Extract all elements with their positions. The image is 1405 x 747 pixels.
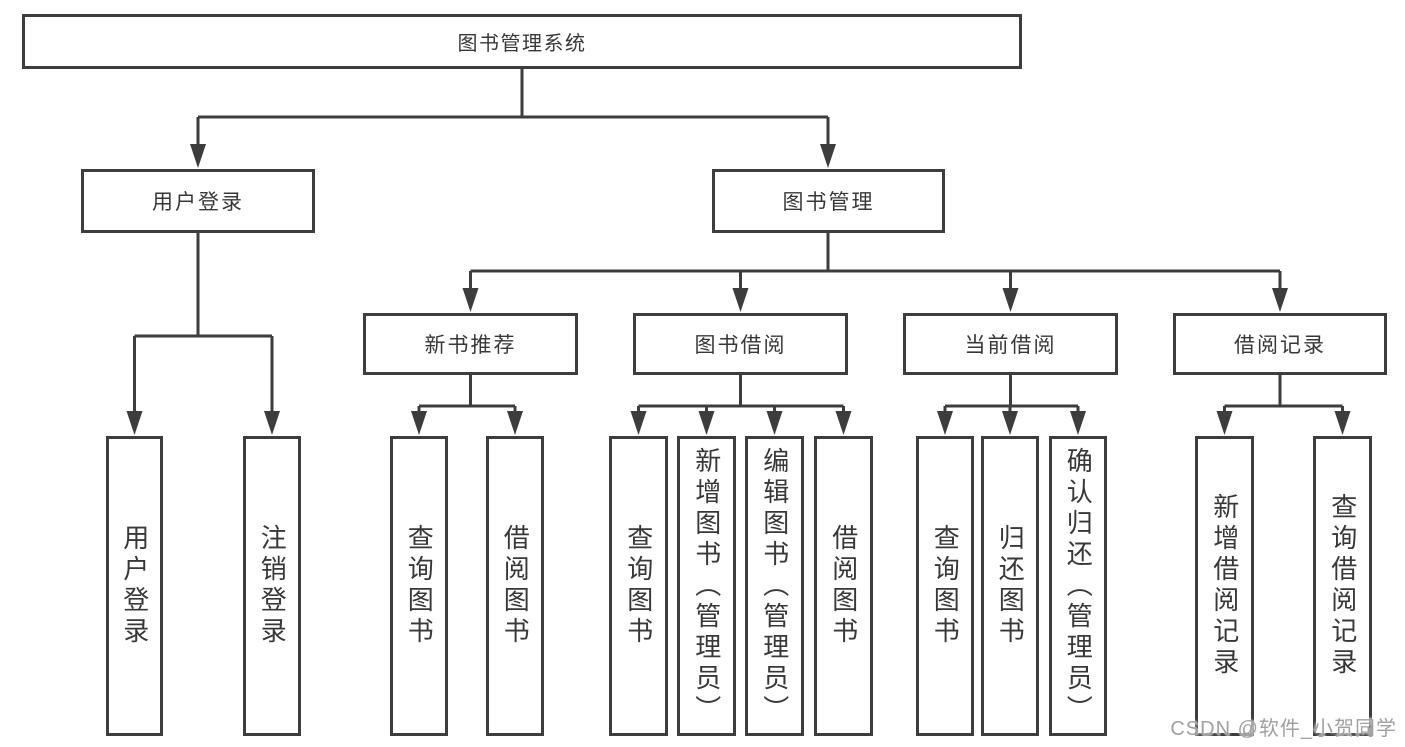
- arrowhead: [630, 411, 647, 435]
- arrowhead: [766, 411, 783, 435]
- node-label: 借阅图书: [500, 524, 531, 648]
- arrowhead: [1216, 411, 1233, 435]
- node-current-borrowing: 当前借阅: [903, 313, 1118, 375]
- arrowhead: [507, 411, 523, 435]
- node-leaf-cb-confirm-return-admin: 确认归还（管理员）: [1049, 436, 1107, 736]
- node-leaf-cb-return-books: 归还图书: [981, 436, 1039, 736]
- node-leaf-bb-query-books: 查询图书: [609, 436, 668, 736]
- node-label: 查询图书: [404, 524, 435, 648]
- node-leaf-rec-borrow-books: 借阅图书: [486, 436, 544, 736]
- node-label: 借阅图书: [828, 524, 859, 648]
- node-label: 新增图书（管理员）: [691, 446, 722, 726]
- arrowhead: [1002, 411, 1018, 435]
- node-label: 用户登录: [119, 524, 150, 648]
- node-leaf-user-login: 用户登录: [106, 436, 163, 736]
- node-book-management: 图书管理: [712, 169, 945, 233]
- node-label: 查询借阅记录: [1327, 493, 1358, 679]
- node-leaf-br-query-record: 查询借阅记录: [1313, 436, 1372, 736]
- node-leaf-br-add-record: 新增借阅记录: [1195, 436, 1254, 736]
- arrowhead: [732, 288, 749, 312]
- node-label: 编辑图书（管理员）: [759, 446, 790, 726]
- node-label: 图书管理系统: [457, 33, 587, 55]
- arrowhead: [1272, 288, 1288, 312]
- node-label: 注销登录: [257, 524, 288, 648]
- node-label: 图书借阅: [694, 334, 787, 357]
- node-leaf-rec-query-books: 查询图书: [390, 436, 448, 736]
- arrowhead: [411, 411, 427, 435]
- arrowhead: [264, 411, 280, 435]
- arrowhead: [937, 411, 953, 435]
- arrowhead: [126, 411, 143, 435]
- arrowhead: [462, 288, 479, 312]
- node-label: 确认归还（管理员）: [1063, 446, 1094, 726]
- node-label: 查询图书: [930, 524, 961, 648]
- node-leaf-cb-query-books: 查询图书: [916, 436, 974, 736]
- node-library-management-system: 图书管理系统: [22, 14, 1022, 69]
- node-leaf-bb-edit-books-admin: 编辑图书（管理员）: [745, 436, 804, 736]
- node-borrowing-records: 借阅记录: [1173, 313, 1387, 375]
- node-book-borrowing: 图书借阅: [633, 313, 848, 375]
- node-label: 当前借阅: [964, 334, 1057, 357]
- node-label: 查询图书: [623, 524, 654, 648]
- csdn-watermark: CSDN @软件_小贺同学: [1170, 718, 1397, 740]
- arrowhead: [1334, 411, 1351, 435]
- node-new-book-recommend: 新书推荐: [363, 313, 578, 375]
- arrowhead: [820, 144, 836, 168]
- arrowhead: [835, 411, 852, 435]
- node-label: 借阅记录: [1234, 334, 1326, 357]
- node-label: 归还图书: [995, 524, 1026, 648]
- arrowhead: [190, 144, 206, 168]
- arrowhead: [698, 411, 715, 435]
- node-label: 图书管理: [782, 191, 875, 214]
- arrowhead: [1070, 411, 1086, 435]
- arrowhead: [1002, 288, 1019, 312]
- node-label: 新增借阅记录: [1209, 493, 1240, 679]
- node-leaf-logout: 注销登录: [243, 436, 301, 736]
- node-leaf-bb-add-books-admin: 新增图书（管理员）: [677, 436, 736, 736]
- node-leaf-bb-borrow-books: 借阅图书: [814, 436, 873, 736]
- node-label: 用户登录: [152, 191, 244, 214]
- node-user-login: 用户登录: [81, 169, 315, 233]
- node-label: 新书推荐: [424, 334, 517, 357]
